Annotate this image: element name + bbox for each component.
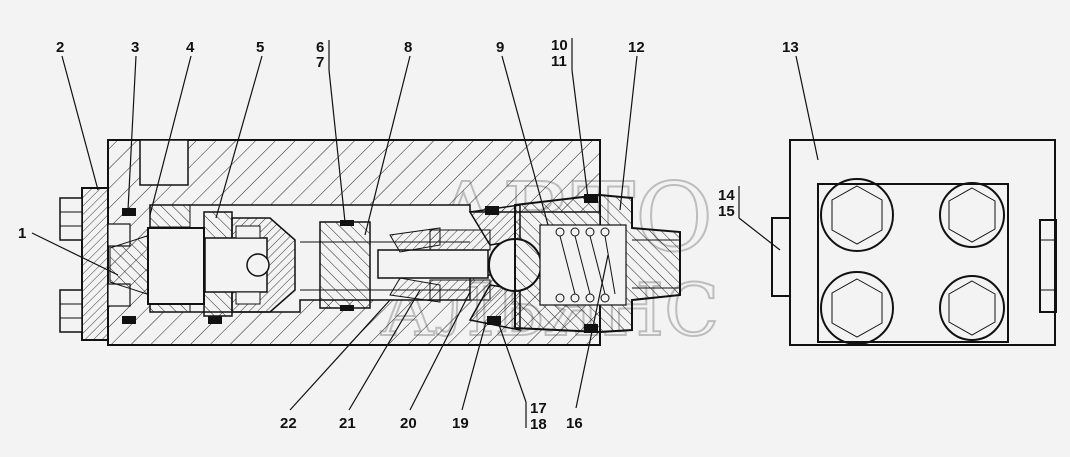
- label-12: 12: [628, 39, 645, 56]
- callout-labels: 1 2 3 4 5 6 7 8 9 10 11 12 13 14 15 16 1…: [18, 37, 799, 433]
- label-11: 11: [551, 53, 567, 70]
- label-6: 6: [316, 39, 324, 56]
- leader-lines: [31, 38, 819, 428]
- label-17: 17: [530, 400, 547, 417]
- label-15: 15: [718, 203, 735, 220]
- label-3: 3: [131, 39, 139, 56]
- label-9: 9: [496, 39, 504, 56]
- label-20: 20: [400, 415, 417, 432]
- label-4: 4: [186, 39, 195, 56]
- spring-housing: [514, 193, 681, 334]
- label-1: 1: [18, 225, 26, 242]
- label-16: 16: [566, 415, 583, 432]
- label-18: 18: [530, 416, 547, 433]
- spring: [555, 227, 616, 303]
- label-2: 2: [56, 39, 64, 56]
- side-view: [771, 139, 1057, 346]
- label-21: 21: [339, 415, 356, 432]
- label-5: 5: [256, 39, 264, 56]
- piston: [122, 208, 296, 324]
- sleeve: [300, 220, 470, 311]
- bolt-heads: [820, 178, 1005, 345]
- label-14: 14: [718, 187, 735, 204]
- label-10: 10: [551, 37, 568, 54]
- label-13: 13: [782, 39, 799, 56]
- label-7: 7: [316, 54, 324, 71]
- label-8: 8: [404, 39, 412, 56]
- label-22: 22: [280, 415, 297, 432]
- label-19: 19: [452, 415, 469, 432]
- plunger: [377, 227, 491, 303]
